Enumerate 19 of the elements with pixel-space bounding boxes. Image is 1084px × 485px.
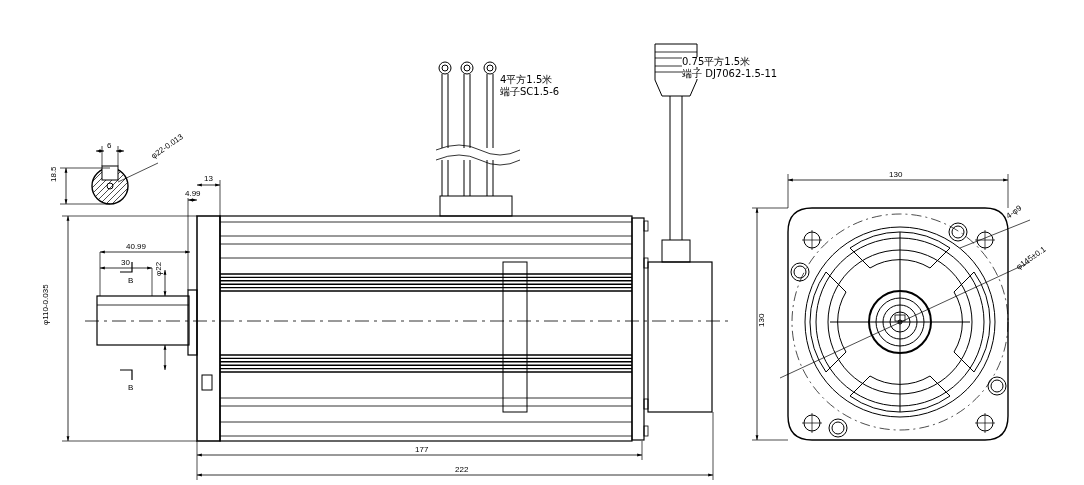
dimension-label: 18.5 (50, 166, 58, 182)
connector-spec-label: 端子SC1.5-6 (500, 87, 560, 97)
dimension-label: 13 (204, 175, 213, 183)
dimension-label: 130 (889, 171, 903, 179)
dimension-label: 30 (121, 259, 130, 267)
section-mark-label: B (128, 384, 134, 392)
section-mark-label: B (128, 277, 134, 285)
dimension-label: 130 (758, 313, 766, 327)
dimension-label: 4-φ9 (1005, 204, 1024, 221)
dimension-label: φ110-0.035 (42, 284, 50, 325)
dimension-label: 4.99 (185, 190, 201, 198)
cable-spec-label: 4平方1.5米 (500, 75, 553, 85)
dimension-label: φ22 (155, 261, 163, 276)
dimension-label: 40.99 (126, 243, 147, 251)
connector-spec-label: 端子 DJ7062-1.5-11 (682, 69, 778, 79)
dimension-label: 6 (107, 142, 112, 150)
dimension-label: 222 (455, 466, 469, 474)
dimension-label: 177 (415, 446, 429, 454)
cable-spec-label: 0.75平方1.5米 (682, 57, 751, 67)
